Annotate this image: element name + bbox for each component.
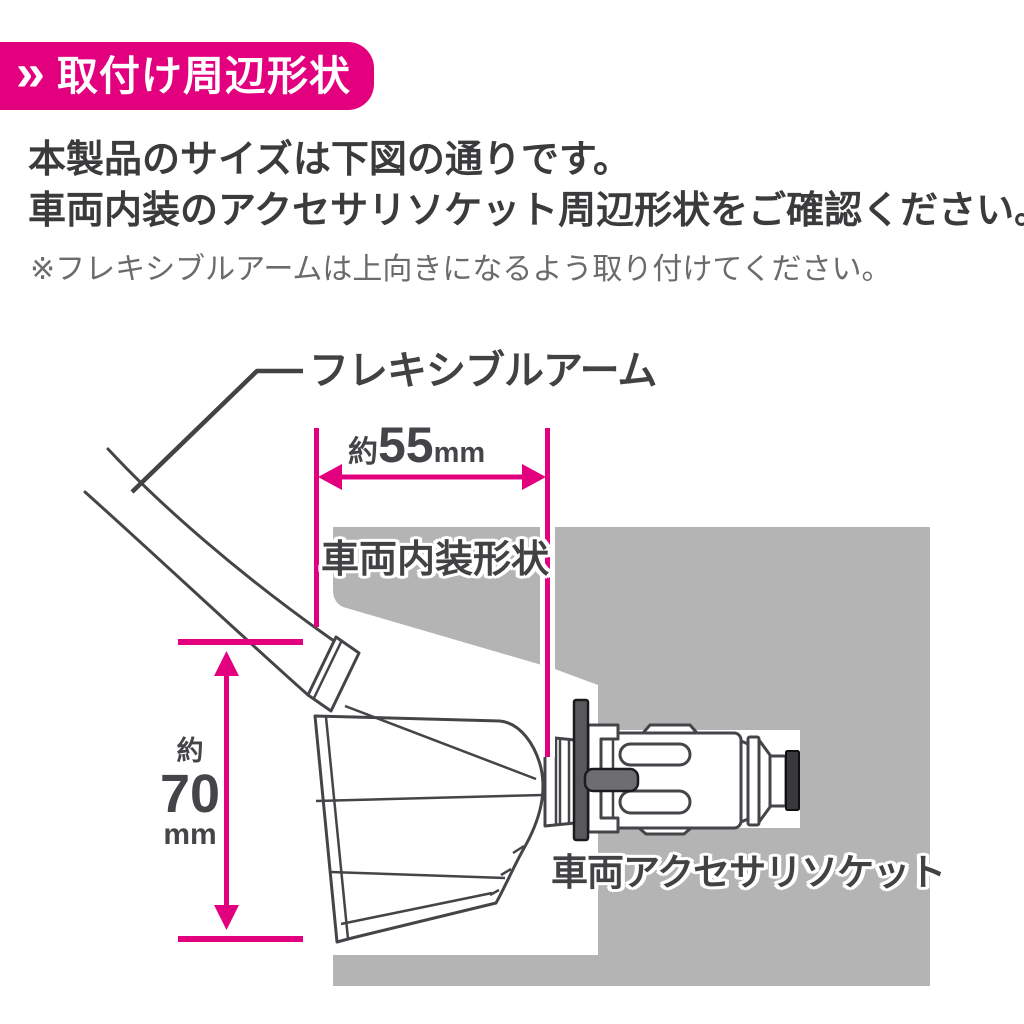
accessory-socket-label: 車両アクセサリソケット <box>551 852 946 893</box>
socket-terminal-tip <box>785 750 800 811</box>
width-value-text: 55 <box>378 417 434 473</box>
height-arrowhead-bottom <box>214 905 239 930</box>
width-approx-text: 約 <box>348 436 378 469</box>
socket-rear-stem <box>768 754 788 808</box>
retaining-clip <box>583 767 640 793</box>
intro-line-2: 車両内装のアクセサリソケット周辺形状をご確認ください。 <box>28 190 1024 232</box>
double-chevron-icon: » <box>16 44 45 102</box>
cone-body <box>313 714 545 944</box>
arm-leader-line <box>130 368 303 494</box>
height-value-text: 70 <box>159 763 221 824</box>
height-approx-text: 約 <box>176 736 204 766</box>
interior-panel-shape <box>333 527 930 986</box>
width-unit-text: mm <box>433 437 486 469</box>
height-arrowhead-top <box>214 651 239 676</box>
socket-vent-slot-top <box>618 742 692 767</box>
flexible-arm-drawing <box>83 447 336 697</box>
width-arrowhead-right <box>522 464 546 490</box>
socket-rear-taper <box>757 738 772 824</box>
section-header-badge: » 取付け周辺形状 <box>0 42 374 110</box>
mount-flange-plate <box>572 698 590 842</box>
height-unit-text: mm <box>163 817 217 851</box>
flexible-arm-label: フレキシブルアーム <box>309 349 657 393</box>
socket-rear-disc <box>746 735 761 827</box>
socket-vent-slot-bottom <box>618 789 692 815</box>
width-arrowhead-left <box>318 464 342 490</box>
height-dimension-label: 約 70 mm <box>150 736 230 851</box>
dimension-graphics <box>178 428 555 942</box>
intro-line-1: 本製品のサイズは下図の通りです。 <box>28 139 632 181</box>
socket-bottom-rib <box>637 826 693 836</box>
mount-bracket <box>586 723 620 834</box>
product-body-drawing <box>306 635 577 944</box>
arm-collar <box>306 635 361 713</box>
intro-note: ※フレキシブルアームは上向きになるよう取り付けてください。 <box>30 253 892 286</box>
socket-top-rib <box>641 723 699 735</box>
interior-shape-label: 車両内装形状 <box>321 539 550 581</box>
section-title: 取付け周辺形状 <box>56 52 351 99</box>
socket-assembly-drawing <box>572 698 800 842</box>
